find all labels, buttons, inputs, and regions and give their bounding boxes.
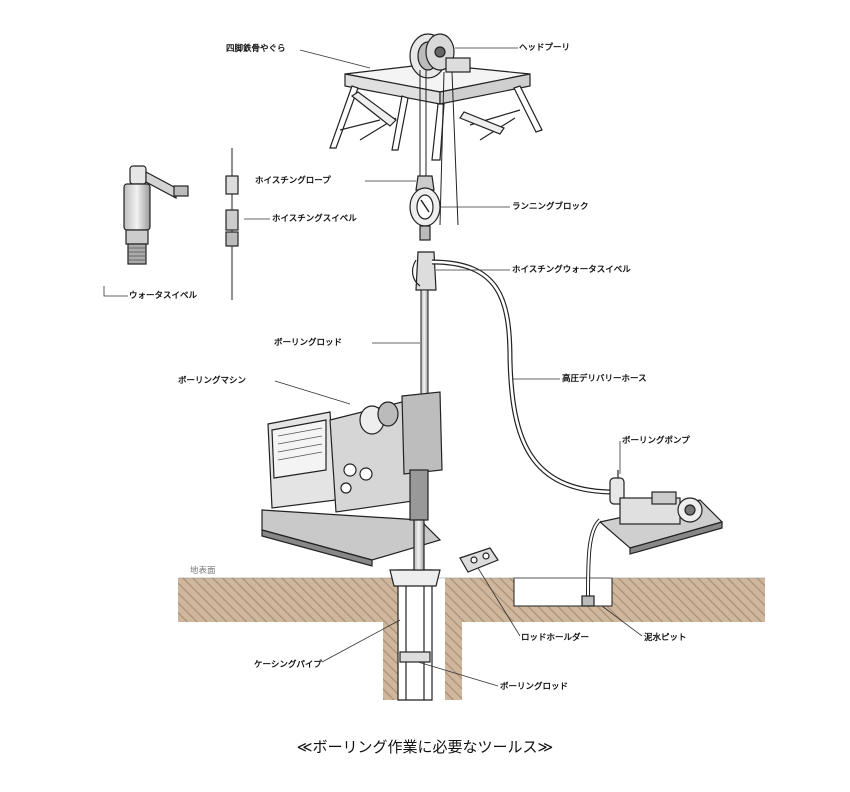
label-water-swivel: ウォータスイベル: [129, 291, 198, 301]
label-ground-surface: 地表面: [190, 566, 216, 576]
label-boring-rod-lower: ボーリングロッド: [500, 682, 569, 692]
rod-holder: [459, 547, 499, 573]
soil-layer: [178, 577, 765, 700]
label-running-block: ランニングブロック: [512, 202, 589, 212]
leader-lines: [103, 47, 643, 687]
water-swivel-detail: [123, 165, 189, 265]
label-head-pulley: ヘッドプーリ: [519, 43, 571, 53]
boring-pump: [581, 470, 724, 607]
hoisting-swivel-detail: [225, 148, 239, 300]
label-boring-machine: ボーリングマシン: [178, 376, 247, 386]
hoisting-rope: [419, 70, 459, 226]
label-boring-rod-upper: ボーリングロッド: [274, 338, 343, 348]
running-block: [409, 175, 441, 241]
label-hoisting-water-swivel: ホイスチングウォータスイベル: [512, 265, 631, 275]
label-high-pressure-hose: 高圧デリバリーホース: [562, 374, 647, 384]
label-casing-pipe: ケーシングパイプ: [254, 660, 322, 670]
label-derrick: 四脚鉄骨やぐら: [226, 44, 286, 54]
label-mud-pit: 泥水ピット: [644, 633, 687, 643]
derrick-tower: [329, 33, 543, 161]
boring-machine: [261, 391, 443, 571]
boring-rod-upper: [420, 289, 429, 401]
label-hoisting-rope: ホイスチングロープ: [255, 176, 331, 186]
label-boring-pump: ボーリングポンプ: [622, 436, 690, 446]
figure-caption: ≪ボーリング作業に必要なツールス≫: [296, 738, 554, 756]
label-hoisting-swivel: ホイスチングスイベル: [272, 214, 357, 224]
hoisting-water-swivel: [411, 251, 437, 291]
label-rod-holder: ロッドホールダー: [521, 633, 590, 643]
casing-pipe: [389, 569, 441, 701]
